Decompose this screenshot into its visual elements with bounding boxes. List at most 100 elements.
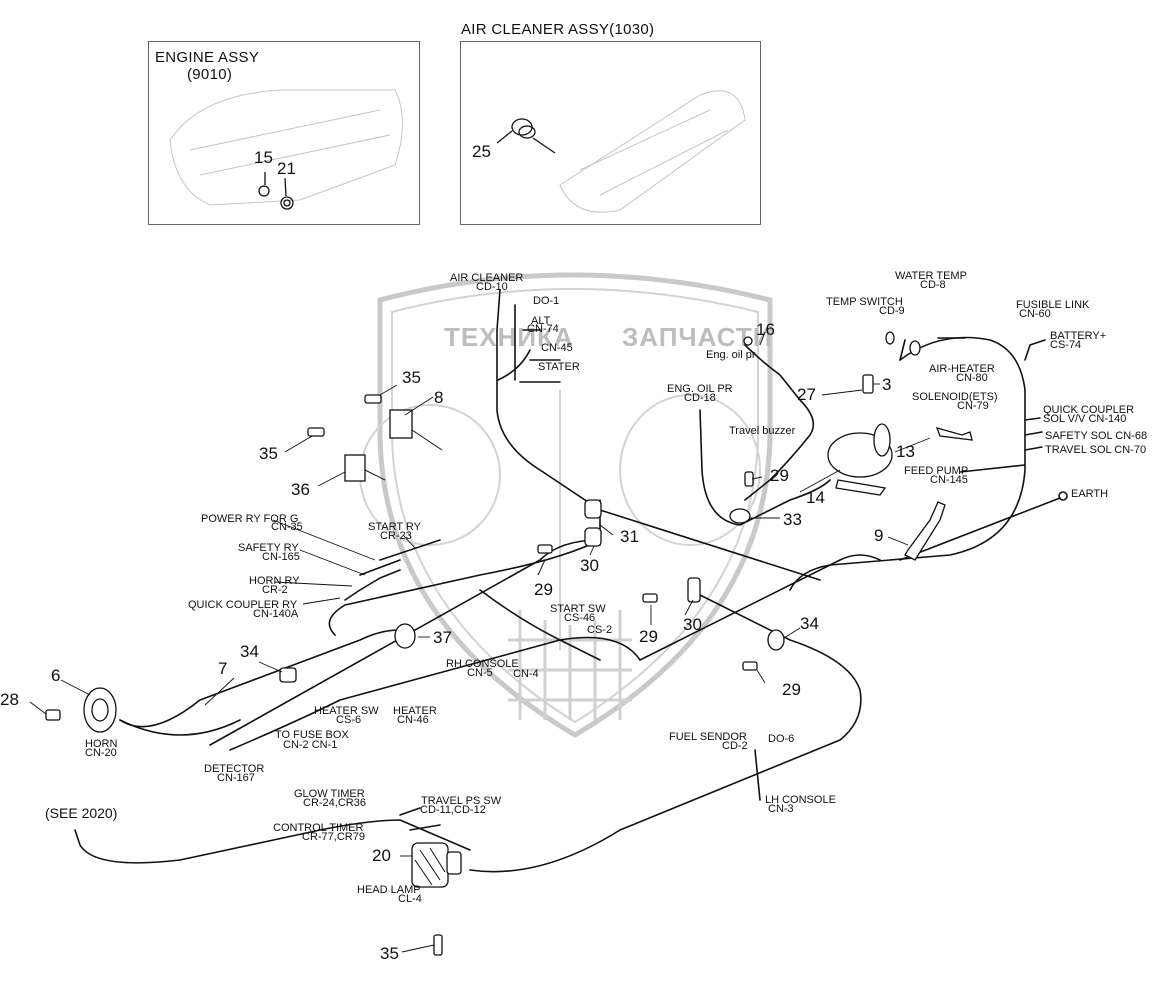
- label-lh-console: LH CONSOLE: [765, 794, 836, 806]
- label-cn60: CN-60: [1019, 308, 1051, 320]
- part-number-36: 36: [291, 480, 310, 499]
- label-horn-ry: HORN RY: [249, 575, 300, 587]
- label-glow-timer: GLOW TIMER: [294, 788, 365, 800]
- label-cd10: CD-10: [476, 281, 508, 293]
- label-travel-sol: TRAVEL SOL CN-70: [1045, 444, 1147, 456]
- label-cr23: CR-23: [380, 530, 412, 542]
- part-number-29-mid: 29: [639, 627, 658, 646]
- label-cd9: CD-9: [879, 305, 905, 317]
- label-quick-coupler-ry: QUICK COUPLER RY: [188, 599, 298, 611]
- label-to-fuse-box: TO FUSE BOX: [275, 729, 349, 741]
- part-number-28: 28: [0, 690, 19, 709]
- see-reference: (SEE 2020): [45, 805, 118, 821]
- part-number-31: 31: [620, 527, 639, 546]
- label-cr77-cr79: CR-77,CR79: [302, 831, 365, 843]
- label-cs2: CS-2: [587, 624, 613, 636]
- label-cl4: CL-4: [398, 893, 422, 905]
- label-cs46: CS-46: [564, 612, 596, 624]
- label-cn35: CN-35: [271, 521, 303, 533]
- label-head-lamp: HEAD LAMP: [357, 884, 421, 896]
- part-number-21: 21: [277, 159, 296, 178]
- part-number-13: 13: [896, 442, 915, 461]
- label-heater: HEATER: [393, 705, 437, 717]
- label-do6: DO-6: [768, 733, 795, 745]
- part-number-35-bottom: 35: [380, 944, 399, 963]
- part-number-33: 33: [783, 510, 802, 529]
- part-number-14: 14: [806, 488, 825, 507]
- label-do1: DO-1: [533, 295, 560, 307]
- label-battery: BATTERY+: [1050, 330, 1107, 342]
- label-quick-coupler: QUICK COUPLER: [1043, 404, 1135, 416]
- part-number-34-left: 34: [240, 642, 259, 661]
- part-number-15: 15: [254, 148, 273, 167]
- part-number-7: 7: [218, 659, 228, 678]
- label-cs74: CS-74: [1050, 339, 1082, 351]
- label-stater: STATER: [538, 361, 580, 373]
- label-safety-ry: SAFETY RY: [238, 542, 299, 554]
- engine-assy-title: ENGINE ASSY: [155, 49, 260, 66]
- label-cn20: CN-20: [85, 747, 117, 759]
- label-cr24-cr36: CR-24,CR36: [303, 797, 366, 809]
- label-horn: HORN: [85, 738, 118, 750]
- label-solenoid: SOLENOID(ETS): [912, 391, 998, 403]
- label-cn145: CN-145: [930, 474, 968, 486]
- label-travel-buzzer: Travel buzzer: [729, 425, 796, 437]
- label-alt: ALT: [531, 315, 551, 327]
- label-cd8: CD-8: [920, 279, 946, 291]
- part-number-29-left: 29: [534, 580, 553, 599]
- part-number-20: 20: [372, 846, 391, 865]
- label-start-sw: START SW: [550, 603, 606, 615]
- label-air-heater: AIR-HEATER: [929, 363, 995, 375]
- label-cn140a: CN-140A: [253, 608, 299, 620]
- label-cn165: CN-165: [262, 551, 300, 563]
- part-number-16: 16: [756, 320, 775, 339]
- label-heater-sw: HEATER SW: [314, 705, 379, 717]
- label-cd2: CD-2: [722, 740, 748, 752]
- label-cr2: CR-2: [262, 584, 288, 596]
- label-air-cleaner: AIR CLEANER: [450, 272, 524, 284]
- label-eng-oil-pr: ENG. OIL PR: [667, 383, 733, 395]
- part-number-25: 25: [472, 142, 491, 161]
- label-cn5: CN-5: [467, 667, 493, 679]
- label-cn4: CN-4: [513, 668, 539, 680]
- label-cn2-cn1: CN-2 CN-1: [283, 739, 338, 751]
- label-water-temp: WATER TEMP: [895, 270, 967, 282]
- part-number-3: 3: [882, 375, 892, 394]
- label-power-ry: POWER RY FOR G: [201, 513, 299, 525]
- label-detector: DETECTOR: [204, 763, 265, 775]
- part-number-35-upper: 35: [402, 368, 421, 387]
- label-cn45: CN-45: [541, 342, 573, 354]
- label-earth: EARTH: [1071, 488, 1109, 500]
- label-fusible-link: FUSIBLE LINK: [1016, 299, 1090, 311]
- part-number-30-left: 30: [580, 556, 599, 575]
- label-cn46: CN-46: [397, 714, 429, 726]
- label-control-timer: CONTROL TIMER: [273, 822, 364, 834]
- part-number-35-left: 35: [259, 444, 278, 463]
- label-cn80: CN-80: [956, 372, 988, 384]
- label-cn79: CN-79: [957, 400, 989, 412]
- label-cn74: CN-74: [527, 323, 559, 335]
- part-number-34-right: 34: [800, 614, 819, 633]
- part-number-29-right: 29: [782, 680, 801, 699]
- label-cn167: CN-167: [217, 772, 255, 784]
- label-travel-ps-sw: TRAVEL PS SW: [421, 795, 502, 807]
- part-number-30-right: 30: [683, 615, 702, 634]
- label-eng-oil-pr-sensor: Eng. oil pr: [706, 349, 756, 361]
- engine-assy-code: (9010): [187, 66, 233, 83]
- label-feed-pump: FEED PUMP: [904, 465, 969, 477]
- label-cd11-cd12: CD-11,CD-12: [420, 804, 486, 816]
- part-number-29-upper: 29: [770, 466, 789, 485]
- label-temp-switch: TEMP SWITCH: [826, 296, 903, 308]
- part-number-8: 8: [434, 388, 444, 407]
- watermark-left-word: ТЕХНИКА: [444, 322, 574, 352]
- air-cleaner-title: AIR CLEANER ASSY(1030): [461, 21, 655, 38]
- label-sol-vv: SOL V/V CN-140: [1043, 413, 1127, 425]
- label-rh-console: RH CONSOLE: [446, 658, 519, 670]
- label-safety-sol: SAFETY SOL CN-68: [1045, 430, 1148, 442]
- part-number-9: 9: [874, 526, 884, 545]
- part-number-27: 27: [797, 385, 816, 404]
- label-start-ry: START RY: [368, 521, 421, 533]
- part-number-6: 6: [51, 666, 61, 685]
- label-cs6: CS-6: [336, 714, 362, 726]
